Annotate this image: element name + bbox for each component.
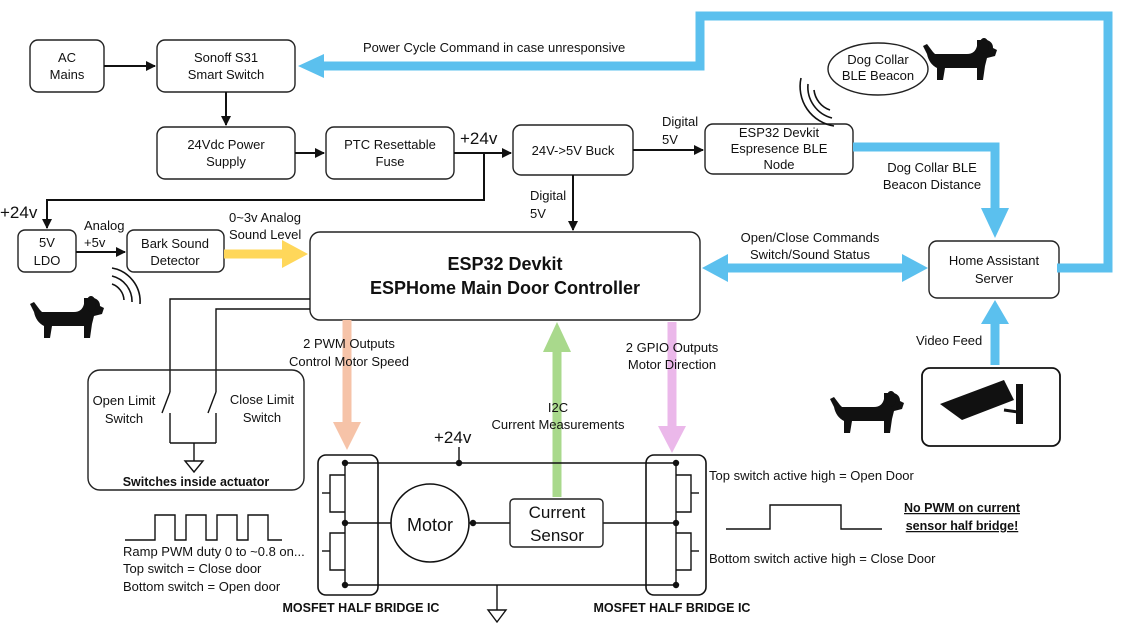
svg-text:+5v: +5v (84, 235, 106, 250)
svg-text:Digital: Digital (530, 188, 566, 203)
plus24v-label: +24v (434, 428, 472, 447)
svg-text:Dog Collar: Dog Collar (847, 52, 909, 67)
svg-text:24Vdc Power: 24Vdc Power (187, 137, 265, 152)
svg-text:Close Limit: Close Limit (230, 392, 295, 407)
svg-text:Dog Collar BLE: Dog Collar BLE (887, 160, 977, 175)
wireless-signal-icon (111, 267, 141, 305)
svg-text:Analog: Analog (84, 218, 124, 233)
home-assistant-block: Home Assistant Server (928, 240, 1060, 299)
svg-text:24V->5V Buck: 24V->5V Buck (532, 143, 615, 158)
svg-text:Beacon Distance: Beacon Distance (883, 177, 981, 192)
svg-text:2 PWM Outputs: 2 PWM Outputs (303, 336, 395, 351)
ac-mains-block: AC Mains (29, 39, 105, 93)
dog-collar-beacon: Dog Collar BLE Beacon (827, 42, 929, 96)
bark-detector-block: Bark Sound Detector (126, 229, 225, 273)
security-camera-icon (921, 367, 1061, 447)
svg-text:Video Feed: Video Feed (916, 333, 982, 348)
svg-text:Ramp PWM duty 0 to ~0.8 on...: Ramp PWM duty 0 to ~0.8 on... (123, 544, 305, 559)
esp32-main-controller-block: ESP32 Devkit ESPHome Main Door Controlle… (309, 231, 701, 321)
svg-text:Current Measurements: Current Measurements (492, 417, 625, 432)
motor: Motor (390, 483, 470, 563)
svg-text:Sonoff S31: Sonoff S31 (194, 50, 258, 65)
svg-text:PTC Resettable: PTC Resettable (344, 137, 436, 152)
power-supply-block: 24Vdc Power Supply (156, 126, 296, 180)
pwm-output-arrow (333, 320, 361, 450)
svg-text:5V: 5V (530, 206, 546, 221)
video-feed-arrow (981, 300, 1009, 365)
svg-text:Smart Switch: Smart Switch (188, 67, 265, 82)
svg-text:Sensor: Sensor (530, 526, 584, 545)
diagram-labels: Power Cycle Command in case unresponsive… (0, 40, 1021, 615)
wireless-signal-icon (799, 77, 835, 127)
svg-text:Motor Direction: Motor Direction (628, 357, 716, 372)
dog-icon (923, 38, 997, 80)
actuator-switch-enclosure (87, 369, 305, 491)
pulse-waveform-icon (726, 504, 882, 530)
svg-text:ESP32 Devkit: ESP32 Devkit (739, 125, 820, 140)
svg-text:Supply: Supply (206, 154, 246, 169)
svg-text:I2C: I2C (548, 400, 568, 415)
svg-text:Motor: Motor (407, 515, 453, 535)
svg-text:Open/Close Commands: Open/Close Commands (741, 230, 880, 245)
bridge-nodes (341, 459, 680, 589)
current-sensor-block: Current Sensor (509, 498, 604, 548)
svg-text:Switch: Switch (243, 410, 281, 425)
svg-text:Control Motor Speed: Control Motor Speed (289, 354, 409, 369)
svg-text:AC: AC (58, 50, 76, 65)
svg-text:Home Assistant: Home Assistant (949, 253, 1040, 268)
svg-text:Switches inside actuator: Switches inside actuator (123, 475, 270, 489)
svg-text:Espresence BLE: Espresence BLE (731, 141, 828, 156)
sonoff-smart-switch-block: Sonoff S31 Smart Switch (156, 39, 296, 93)
svg-text:ESPHome Main Door Controller: ESPHome Main Door Controller (370, 278, 640, 298)
ble-node-block: ESP32 Devkit Espresence BLE Node (704, 123, 854, 175)
svg-text:Fuse: Fuse (376, 154, 405, 169)
limit-switch-wiring (161, 298, 310, 474)
i2c-current-arrow (543, 322, 571, 497)
svg-text:2 GPIO Outputs: 2 GPIO Outputs (626, 340, 719, 355)
svg-text:5V: 5V (39, 235, 55, 250)
svg-text:Top switch = Close door: Top switch = Close door (123, 561, 262, 576)
dog-icon (830, 391, 904, 433)
svg-text:LDO: LDO (34, 253, 61, 268)
ldo-block: 5V LDO (17, 229, 77, 273)
svg-text:Server: Server (975, 271, 1014, 286)
svg-text:BLE Beacon: BLE Beacon (842, 68, 914, 83)
h-bridge-circuit (317, 447, 707, 624)
plus24v-label: +24v (0, 203, 38, 222)
svg-text:Digital: Digital (662, 114, 698, 129)
power-wires (42, 61, 704, 257)
power-cycle-arrow (298, 11, 1113, 273)
svg-text:No PWM on current: No PWM on current (904, 501, 1021, 515)
dog-icon (30, 296, 104, 338)
svg-text:Bark Sound: Bark Sound (141, 236, 209, 251)
svg-text:Open Limit: Open Limit (93, 393, 156, 408)
pwm-waveform-icon (125, 514, 282, 541)
svg-text:5V: 5V (662, 132, 678, 147)
svg-text:ESP32 Devkit: ESP32 Devkit (447, 254, 562, 274)
svg-text:Sound Level: Sound Level (229, 227, 301, 242)
svg-text:Switch: Switch (105, 411, 143, 426)
mosfet-switch-icon (322, 474, 699, 571)
open-close-command-arrow (702, 254, 928, 282)
svg-text:MOSFET HALF BRIDGE IC: MOSFET HALF BRIDGE IC (594, 601, 751, 615)
svg-text:Bottom switch = Open door: Bottom switch = Open door (123, 579, 281, 594)
power-cycle-label: Power Cycle Command in case unresponsive (363, 40, 625, 55)
ptc-fuse-block: PTC Resettable Fuse (325, 126, 455, 180)
svg-text:0~3v Analog: 0~3v Analog (229, 210, 301, 225)
svg-text:Switch/Sound Status: Switch/Sound Status (750, 247, 870, 262)
gpio-output-arrow (658, 322, 686, 453)
svg-text:MOSFET HALF BRIDGE IC: MOSFET HALF BRIDGE IC (283, 601, 440, 615)
ble-distance-arrow (853, 142, 1009, 238)
svg-text:Detector: Detector (150, 253, 200, 268)
buck-converter-block: 24V->5V Buck (512, 124, 634, 176)
svg-text:Node: Node (763, 157, 794, 172)
svg-text:Current: Current (529, 503, 586, 522)
plus24v-label: +24v (460, 129, 498, 148)
analog-sound-arrow (224, 240, 308, 268)
svg-text:sensor half bridge!: sensor half bridge! (906, 519, 1019, 533)
svg-text:Bottom switch active high = Cl: Bottom switch active high = Close Door (709, 551, 936, 566)
svg-text:Mains: Mains (50, 67, 85, 82)
svg-text:Top switch active high = Open: Top switch active high = Open Door (709, 468, 915, 483)
